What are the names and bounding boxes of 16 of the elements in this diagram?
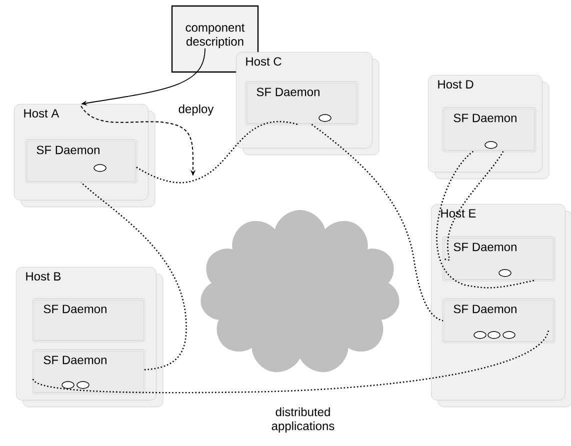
connector: [136, 121, 298, 184]
daemon-box: SF Daemon: [442, 298, 556, 344]
daemon-box: SF Daemon: [32, 298, 146, 342]
connector: [436, 150, 535, 288]
daemon-box: SF Daemon: [245, 81, 358, 126]
connector: [32, 330, 549, 394]
daemon-box: SF Daemon: [25, 139, 138, 184]
connector: [80, 182, 187, 370]
connector: [311, 124, 444, 322]
caption-text: distributed applications: [272, 407, 334, 433]
daemon-box: SF Daemon: [442, 236, 556, 282]
connector: [442, 151, 504, 261]
cloud-shape: [200, 210, 400, 372]
edge-label: deploy: [177, 103, 215, 117]
daemon-box: SF Daemon: [32, 349, 146, 394]
daemon-box: SF Daemon: [442, 107, 536, 152]
